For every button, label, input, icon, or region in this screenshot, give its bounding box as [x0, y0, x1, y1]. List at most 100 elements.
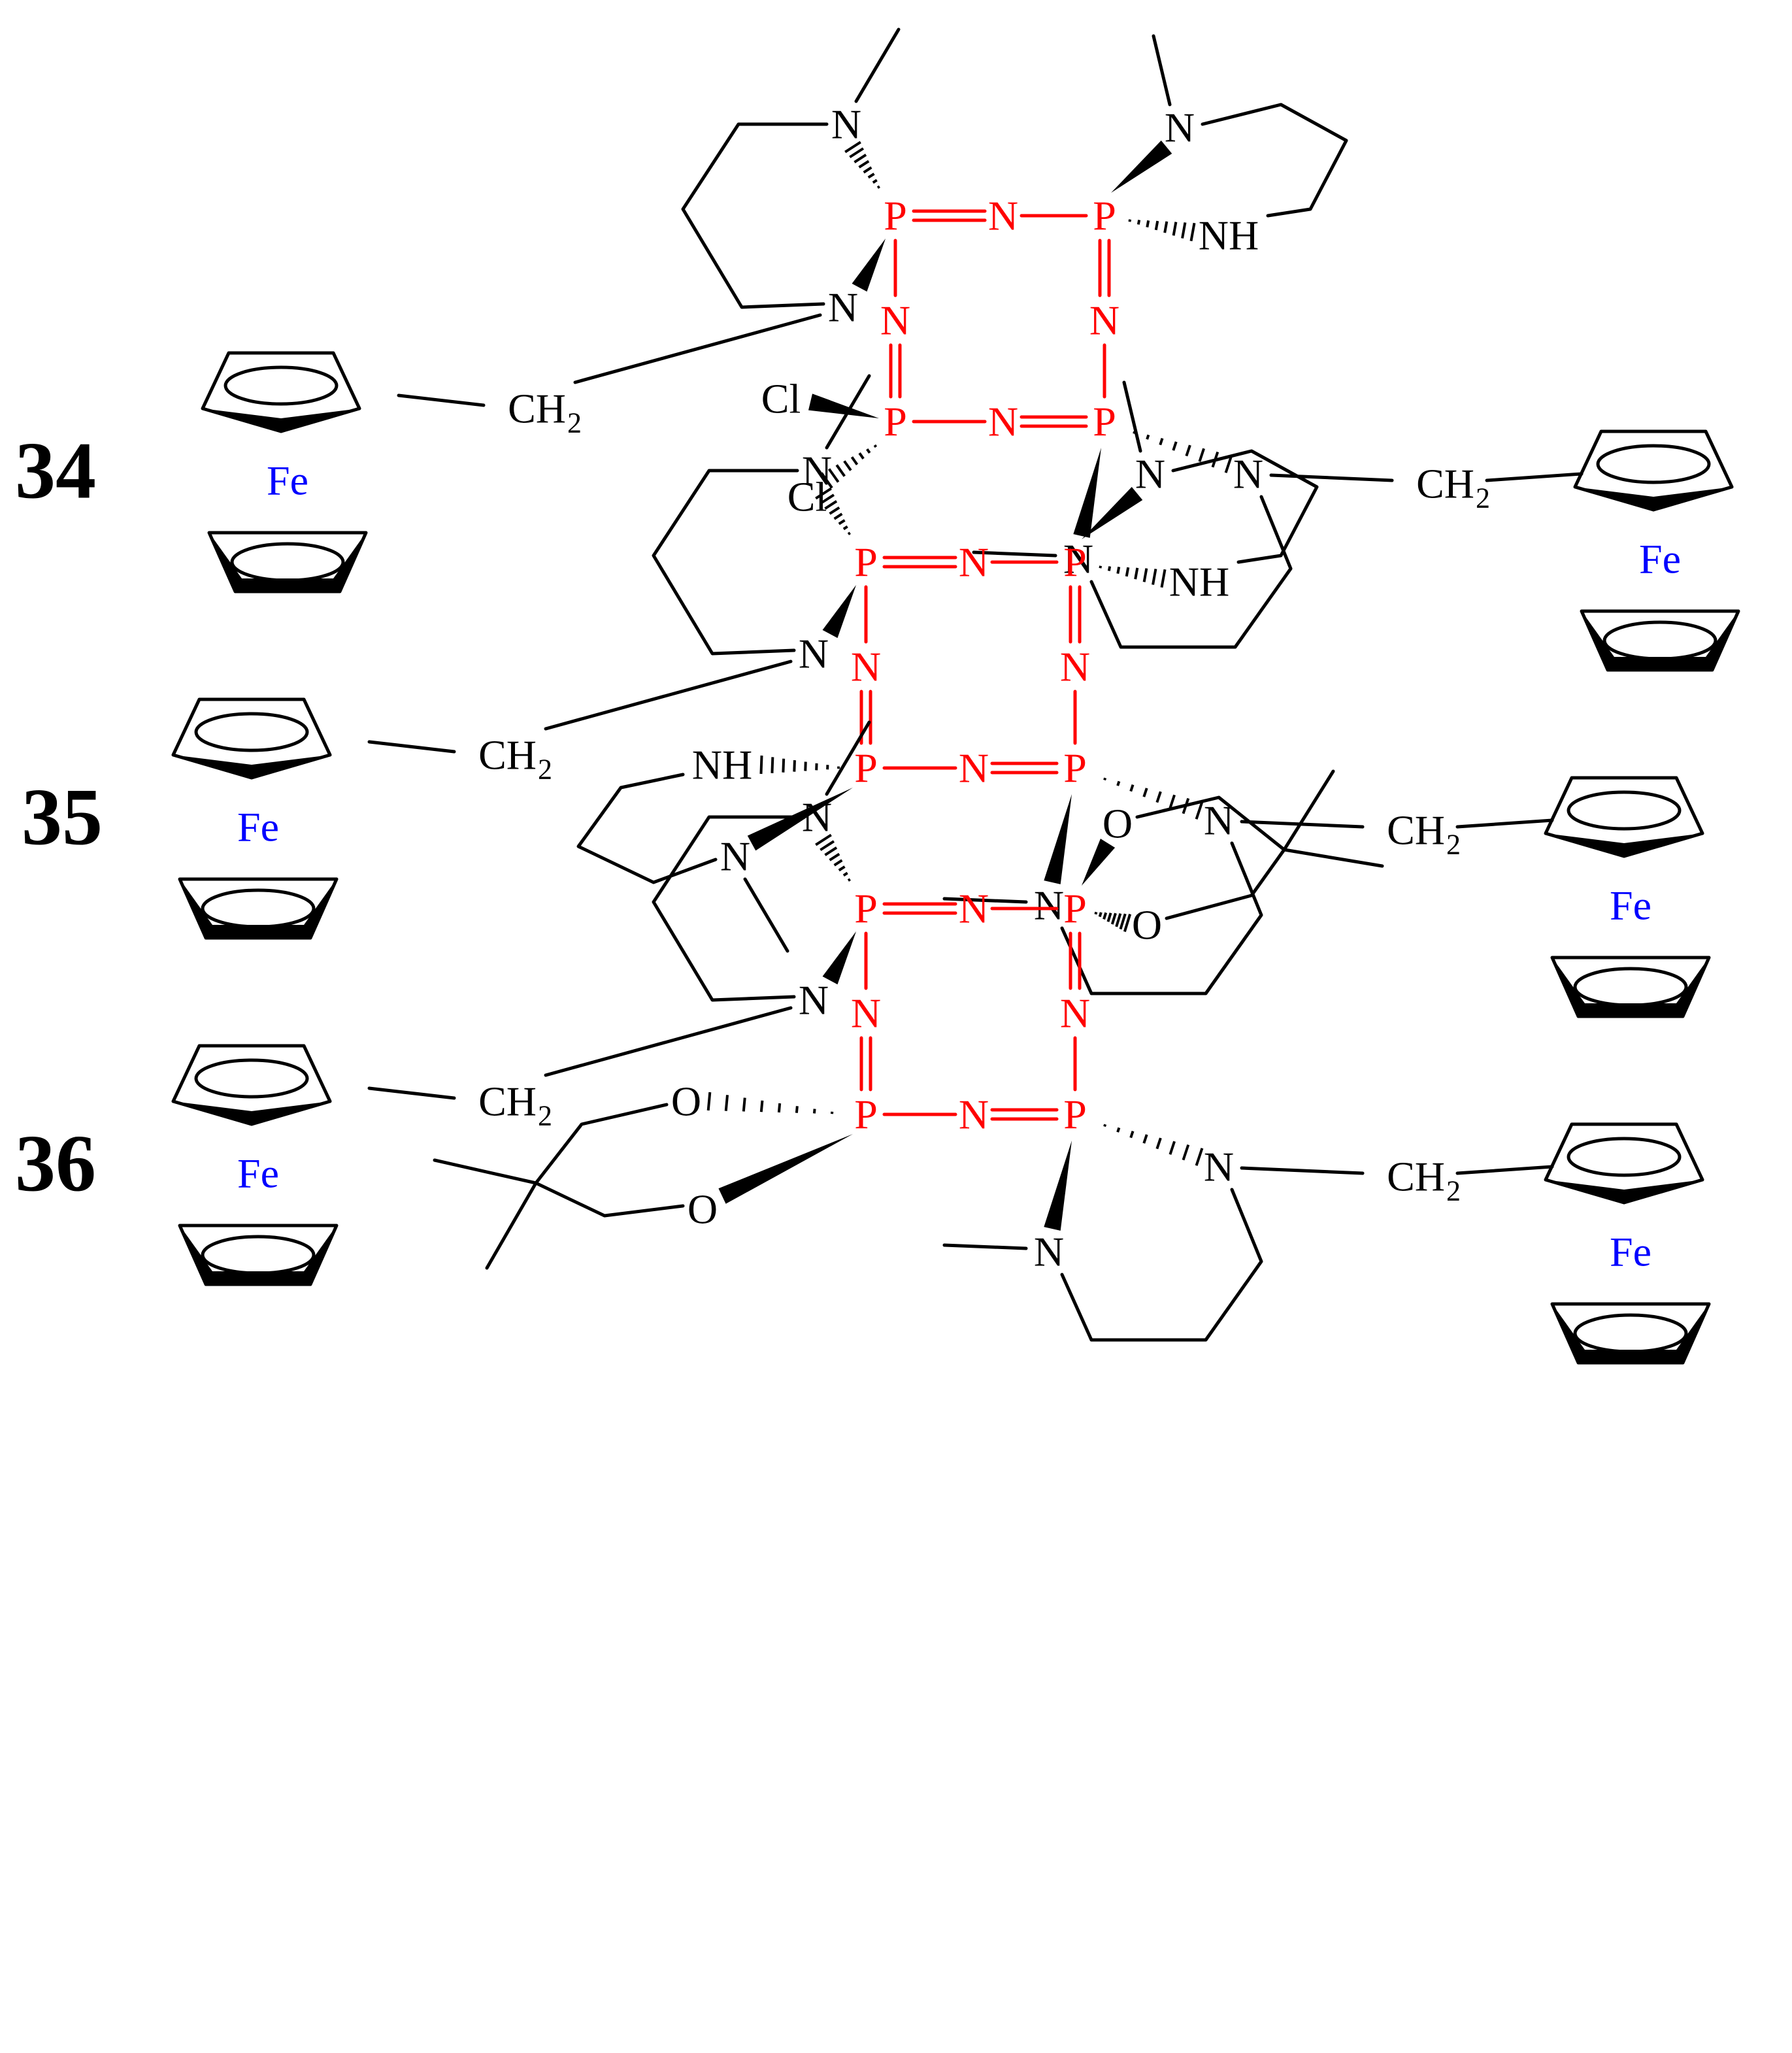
- propylene-chain: [681, 122, 829, 309]
- nh-group: NH: [692, 742, 752, 788]
- ch2-subscript: 2: [1446, 829, 1461, 861]
- nh-group: NH: [1199, 212, 1259, 259]
- methyl-bond: [433, 1158, 538, 1185]
- hashed-bond: [820, 444, 878, 489]
- propylene-chain: [1201, 103, 1348, 218]
- ring-nitrogen-atom: N: [1060, 644, 1090, 690]
- wedge-bond: [1044, 1141, 1072, 1231]
- ch2-label: CH: [478, 732, 537, 778]
- n-ch2-bond: [544, 659, 793, 731]
- iron-label: Fe: [1610, 1229, 1651, 1275]
- compound-number: 35: [22, 773, 103, 862]
- n-ch2-bond: [1240, 1166, 1365, 1175]
- hashed-bond: [1103, 1124, 1204, 1166]
- oxygen-atom: O: [688, 1186, 718, 1233]
- phosphorus-atom: P: [854, 539, 878, 586]
- methyl-bond: [854, 27, 901, 103]
- oxygen-atom: O: [671, 1078, 701, 1125]
- phosphorus-atom: P: [1063, 539, 1087, 586]
- ferrocene-left: Fe: [171, 1044, 339, 1286]
- hashed-bond: [844, 141, 880, 189]
- ch2-cp-bond: [367, 1086, 456, 1100]
- methyl-bond: [972, 550, 1057, 558]
- ferrocene-right: Fe: [1544, 1122, 1711, 1365]
- ch2-cp-bond: [367, 740, 456, 754]
- propylene-chain: [1060, 841, 1263, 995]
- cyclopentadienyl-ring-top: [201, 351, 361, 433]
- wedge-bond: [747, 788, 853, 851]
- wedge-bond: [1111, 140, 1172, 193]
- phosphorus-atom: P: [1093, 193, 1116, 239]
- ch2-subscript: 2: [1446, 1175, 1461, 1207]
- ch2-label: CH: [1387, 1154, 1445, 1200]
- ch2-subscript: 2: [538, 1100, 552, 1132]
- ring-nitrogen-atom: N: [1089, 297, 1120, 344]
- ring-nitrogen-atom: N: [880, 297, 910, 344]
- cyclopentadienyl-ring-bottom: [1580, 609, 1740, 672]
- ring-nitrogen-atom: N: [959, 745, 989, 792]
- propylene-chain: [652, 815, 799, 1002]
- wedge-bond: [1073, 448, 1101, 538]
- oxygen-atom: O: [1132, 902, 1162, 948]
- ch2-subscript: 2: [538, 754, 552, 786]
- ch2-cp-bond: [1455, 818, 1554, 829]
- n-ch2-bond: [1269, 473, 1394, 482]
- methyl-bond: [1282, 848, 1384, 868]
- wedge-bond: [852, 239, 886, 292]
- chlorine-atom: Cl: [761, 376, 801, 422]
- phosphorus-atom: P: [1063, 745, 1087, 792]
- hashed-bond: [815, 833, 851, 882]
- cyclopentadienyl-ring-top: [1544, 1122, 1704, 1205]
- ring-nitrogen-atom: N: [959, 539, 989, 586]
- phosphorus-atom: P: [854, 1092, 878, 1138]
- ch2-label: CH: [1416, 461, 1474, 507]
- cyclopentadienyl-ring-top: [171, 1044, 332, 1126]
- propylene-chain: [1089, 495, 1293, 649]
- compound-number: 34: [15, 426, 96, 516]
- amine-nitrogen: N: [720, 833, 750, 880]
- ferrocene-left: Fe: [171, 697, 339, 940]
- cyclopentadienyl-ring-bottom: [207, 531, 368, 593]
- ring-nitrogen-atom: N: [988, 399, 1018, 445]
- iron-label: Fe: [237, 804, 279, 850]
- iron-label: Fe: [1639, 536, 1681, 582]
- cyclopentadienyl-ring-top: [171, 697, 332, 780]
- hashed-bond: [1094, 911, 1132, 932]
- compound-number: 36: [15, 1119, 96, 1209]
- ring-nitrogen-atom: N: [959, 1092, 989, 1138]
- propylene-chain: [1171, 449, 1319, 564]
- ch2-cp-bond: [1455, 1165, 1554, 1175]
- ring-nitrogen-atom: N: [1060, 990, 1090, 1037]
- ch2-subscript: 2: [1476, 482, 1490, 514]
- iron-label: Fe: [237, 1150, 279, 1197]
- wedge-bond: [822, 931, 856, 985]
- methyl-bond: [825, 374, 871, 450]
- amine-nitrogen: N: [1034, 1229, 1064, 1275]
- amine-nitrogen: N: [1063, 536, 1093, 582]
- propanediol-chain: [534, 1103, 685, 1218]
- ch2-subscript: 2: [567, 407, 582, 439]
- wedge-bond: [822, 585, 856, 639]
- n-ch2-bond: [573, 313, 822, 384]
- methyl-bond: [825, 720, 871, 796]
- ferrocene-right: Fe: [1544, 776, 1711, 1018]
- propylene-chain: [576, 773, 718, 884]
- ring-nitrogen-atom: N: [988, 193, 1018, 239]
- phosphorus-atom: P: [884, 399, 907, 445]
- ring-nitrogen-atom: N: [851, 644, 881, 690]
- cyclopentadienyl-ring-top: [1544, 776, 1704, 858]
- cyclopentadienyl-ring-bottom: [1550, 1302, 1711, 1365]
- wedge-bond: [1082, 839, 1116, 886]
- methyl-bond: [942, 897, 1028, 904]
- ch2-label: CH: [1387, 807, 1445, 854]
- propylene-chain: [652, 469, 799, 656]
- hashed-bond: [1128, 219, 1196, 242]
- n-ch2-bond: [544, 1006, 793, 1077]
- methyl-bond: [743, 877, 789, 953]
- oxygen-atom: O: [1103, 801, 1133, 847]
- phosphorus-atom: P: [1063, 886, 1087, 932]
- wedge-bond: [1082, 486, 1143, 539]
